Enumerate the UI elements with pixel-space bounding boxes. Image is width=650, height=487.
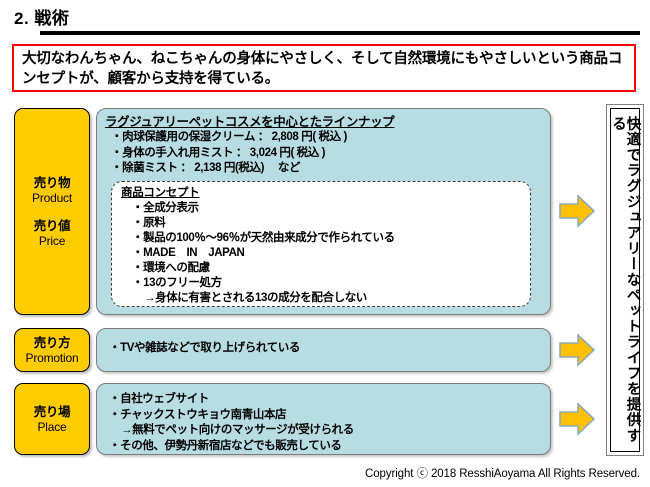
- list-item: ・その他、伊勢丹新宿店などでも販売している: [109, 439, 342, 452]
- page-title: 2. 戦術: [14, 9, 70, 28]
- lineup-item-list: ・肉球保護用の保湿クリーム ： 2,808 円( 税込 ) ・身体の手入れ用ミスト…: [111, 130, 347, 177]
- label-price-en: Price: [38, 233, 66, 248]
- list-item: →身体に有害とされる13の成分を配合しない: [144, 292, 367, 304]
- place-item-list: ・自社ウェブサイト・チャックストウキョウ南青山本店 →無料でペット向けのマッサージ…: [109, 392, 354, 454]
- title-underline-rule: [40, 31, 640, 35]
- concept-heading: 商品コンセプト: [121, 187, 200, 199]
- list-item: ・自社ウェブサイト: [109, 393, 209, 405]
- list-item: ・13のフリー処方: [132, 277, 222, 289]
- label-promotion-jp: 売り方: [33, 335, 71, 350]
- label-price-jp: 売り値: [33, 218, 71, 233]
- list-item: ・TVや雑誌などで取り上げられている: [109, 342, 300, 354]
- content-box-product: ラグジュアリーペットコスメを中心とたラインナップ ・肉球保護用の保湿クリーム ：…: [96, 108, 551, 315]
- product-concept-box: 商品コンセプト ・全成分表示・原料・製品の100％～96％が天然由来成分で作られ…: [111, 181, 531, 307]
- label-place-jp: 売り場: [33, 404, 71, 419]
- key-message-banner: 大切なわんちゃん、ねこちゃんの身体にやさしく、そして自然環境にもやさしいという商…: [12, 44, 636, 92]
- vision-statement-box: 快適でラグジュアリーなペットライフを提供する: [606, 104, 644, 456]
- label-product-price: 売り物 Product 売り値 Price: [14, 108, 90, 315]
- vision-statement-inner-border: 快適でラグジュアリーなペットライフを提供する: [610, 108, 641, 452]
- list-item: ・肉球保護用の保湿クリーム ： 2,808 円( 税込 ): [111, 131, 347, 143]
- right-arrow-icon: [558, 401, 596, 437]
- list-item: ・除菌ミスト ： 2,138 円(税込) など: [111, 162, 301, 174]
- list-item: ・身体の手入れ用ミスト ： 3,024 円( 税込 ): [111, 146, 326, 159]
- list-item: →無料でペット向けのマッサージが受けられる: [121, 424, 354, 436]
- list-item: ・MADE IN JAPAN: [132, 247, 245, 259]
- label-product-jp: 売り物: [33, 175, 71, 190]
- list-item: ・チャックストウキョウ南青山本店: [109, 408, 287, 421]
- list-item: ・原料: [132, 217, 166, 229]
- promotion-item-list: ・TVや雑誌などで取り上げられている: [109, 341, 300, 357]
- label-place: 売り場 Place: [14, 383, 90, 455]
- label-promotion: 売り方 Promotion: [14, 328, 90, 372]
- list-item: ・全成分表示: [132, 202, 199, 214]
- content-box-promotion: ・TVや雑誌などで取り上げられている: [96, 328, 551, 372]
- right-arrow-icon: [558, 332, 596, 368]
- label-promotion-en: Promotion: [25, 350, 79, 365]
- vision-statement-text: 快適でラグジュアリーなペットライフを提供する: [610, 116, 641, 444]
- key-message-text: 大切なわんちゃん、ねこちゃんの身体にやさしく、そして自然環境にもやさしいという商…: [22, 51, 623, 87]
- concept-item-list: ・全成分表示・原料・製品の100％～96％が天然由来成分で作られている・MADE…: [132, 201, 395, 306]
- list-item: ・環境への配慮: [132, 262, 210, 274]
- lineup-heading: ラグジュアリーペットコスメを中心とたラインナップ: [105, 115, 395, 129]
- label-product-en: Product: [32, 190, 72, 205]
- list-item: ・製品の100％～96％が天然由来成分で作られている: [132, 232, 395, 244]
- content-box-place: ・自社ウェブサイト・チャックストウキョウ南青山本店 →無料でペット向けのマッサージ…: [96, 383, 551, 455]
- right-arrow-icon: [558, 193, 596, 229]
- label-place-en: Place: [37, 419, 67, 434]
- copyright-footer: Copyright ⓒ 2018 ResshiAoyama All Rights…: [365, 468, 640, 480]
